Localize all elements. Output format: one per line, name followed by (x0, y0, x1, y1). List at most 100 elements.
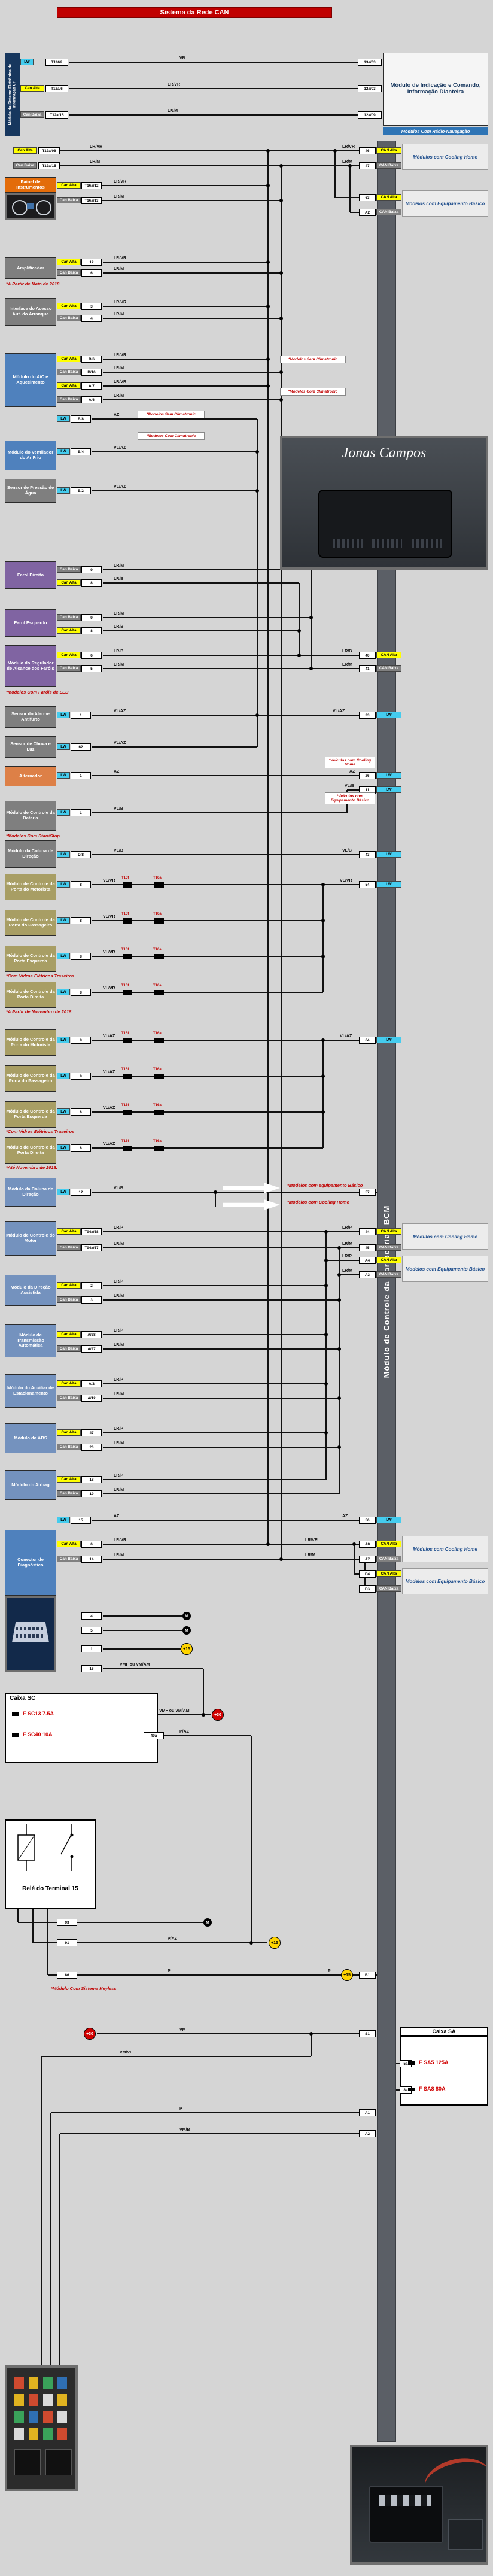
wire-color-label: AZ (342, 1514, 348, 1518)
module-sensor-pressao-agua: Sensor de Pressão de Água (5, 479, 56, 503)
pin-number: 3 (81, 1296, 102, 1304)
pin-type-tag: LW (57, 1517, 70, 1523)
module-alternador-label: Alternador (19, 773, 42, 779)
bcm-pin-type-tag: CAN Alta (376, 1228, 401, 1235)
wire (103, 617, 311, 618)
bcm-pin-number: 40 (359, 652, 376, 659)
wire (102, 200, 281, 201)
wire-color-label: LR/M (114, 312, 124, 317)
wire-color-label: LR/VR (168, 83, 180, 87)
gauge-left-icon (12, 200, 28, 215)
pin-type-tag: Can Baixa (57, 369, 81, 375)
module-porta-motorista-2: Módulo de Controle da Porta do Motorista (5, 1029, 56, 1056)
junction-dot (255, 489, 259, 493)
module-ventilador-ar-frio: Módulo do Ventilador do Ar Frio (5, 441, 56, 470)
wire (334, 151, 336, 198)
wire-color-label: LR/P (114, 1474, 123, 1478)
junction-dot (279, 370, 283, 374)
pin-number: 4 (81, 1612, 102, 1620)
bcm-pin-type-tag: LW (376, 1037, 401, 1043)
pin-type-tag: LW (57, 851, 70, 858)
module-porta-passageiro-1: Módulo de Controle da Porta do Passageir… (5, 910, 56, 936)
junction-dot (321, 1038, 325, 1042)
pin-type-tag: Can Baixa (57, 1345, 81, 1352)
pin-number: 62 (71, 743, 91, 751)
wire-color-label: LR/VR (305, 1538, 318, 1542)
pin-number: T12a/15 (38, 162, 60, 169)
inline-connector-icon (123, 990, 132, 995)
pin-type-tag: Can Alta (20, 85, 44, 92)
inline-connector-label: T15f (121, 1068, 129, 1071)
pin-type-tag: Can Baixa (20, 111, 44, 118)
inline-connector-icon (154, 918, 164, 924)
wire-color-label: LR/M (114, 1392, 124, 1396)
pin-number: 8 (71, 1144, 91, 1152)
wire (158, 1714, 211, 1715)
bcm-pin-number: A1 (359, 2109, 376, 2116)
wire (267, 151, 269, 1544)
junction-dot (324, 1259, 328, 1262)
inline-connector-label: T16a (153, 1032, 162, 1035)
variant-note: *Modelos Com Start/Stop (6, 833, 60, 839)
wire (92, 775, 377, 776)
pin-number: 1 (81, 1645, 102, 1652)
inline-connector-label: T15f (121, 984, 129, 988)
caixa-sc-box (5, 1693, 158, 1763)
wire (103, 1348, 339, 1350)
wire-color-label: P (179, 2107, 182, 2111)
display-pin-number: 12a/09 (358, 111, 382, 119)
pin-number: 1 (71, 712, 91, 719)
wire (92, 451, 257, 452)
pin-number: 93 (57, 1919, 77, 1926)
pin-number: T16a/12 (81, 182, 102, 189)
inline-connector-label: T16a (153, 912, 162, 916)
wire (47, 1909, 48, 1975)
inline-connector-icon (154, 1110, 164, 1115)
wire (97, 2033, 359, 2034)
wire (103, 630, 299, 631)
module-porta-motorista-2-label: Módulo de Controle da Porta do Motorista (6, 1037, 55, 1047)
junction-dot (324, 1431, 328, 1435)
power-terminal: +15 (269, 1937, 281, 1949)
pin-number: 4 (81, 315, 102, 322)
obd-plug-icon (12, 1622, 49, 1642)
bcm-pin-type-tag: CAN Baixa (376, 209, 401, 215)
wire-color-label: P (328, 1969, 331, 1973)
wire (92, 715, 377, 716)
wire-color-label: LR/M (342, 160, 353, 164)
wire-color-label: LR/VR (114, 256, 126, 260)
power-terminal: +30 (84, 2028, 96, 2040)
pin-number: 40a (144, 1732, 164, 1739)
module-conector-diagnostico-label: Conector de Diagnóstico (17, 1557, 44, 1568)
bcm-pin-number: 57 (359, 1189, 376, 1196)
inline-connector-icon (123, 1146, 132, 1151)
module-sistema-eletronico-informacao-label: Módulo do Sistema Eletrônico de Informaç… (8, 63, 17, 126)
wire (103, 1231, 377, 1232)
bcm-pin-number: 46 (359, 147, 376, 154)
bcm-pin-number: 54 (359, 881, 376, 888)
wire (41, 2056, 42, 2365)
sa-fuses-icon (379, 2495, 431, 2506)
bcm-pin-number: D3 (359, 1585, 376, 1593)
wire (59, 2134, 60, 2365)
bcm-pin-type-tag: CAN Baixa (376, 1244, 401, 1251)
relay-cube-icon (14, 2449, 41, 2475)
wire-color-label: LR/VR (90, 145, 102, 149)
pin-number: 19 (81, 1490, 102, 1497)
module-alternador: Alternador (5, 766, 56, 786)
pin-number: 8 (71, 881, 91, 888)
pin-number: 8 (71, 1037, 91, 1044)
module-coluna-direcao-1-label: Módulo da Coluna de Direção (8, 848, 53, 859)
bcm-pin-number: A4 (359, 1257, 376, 1264)
wire (103, 582, 299, 584)
bcm-location-photo: Jonas Campos (280, 436, 488, 570)
wire (92, 1520, 377, 1521)
wire (92, 1147, 323, 1149)
wire-color-label: VMF ou VM/AM (159, 1709, 190, 1713)
pin-number: 8 (71, 953, 91, 960)
caixa-sa-box (400, 2036, 488, 2106)
wire-color-label: LR/M (114, 267, 124, 271)
module-conector-diagnostico: Conector de Diagnóstico (5, 1530, 56, 1596)
bcm-pin-number: B1 (359, 1972, 376, 1979)
module-ventilador-ar-frio-label: Módulo do Ventilador do Ar Frio (7, 449, 54, 460)
